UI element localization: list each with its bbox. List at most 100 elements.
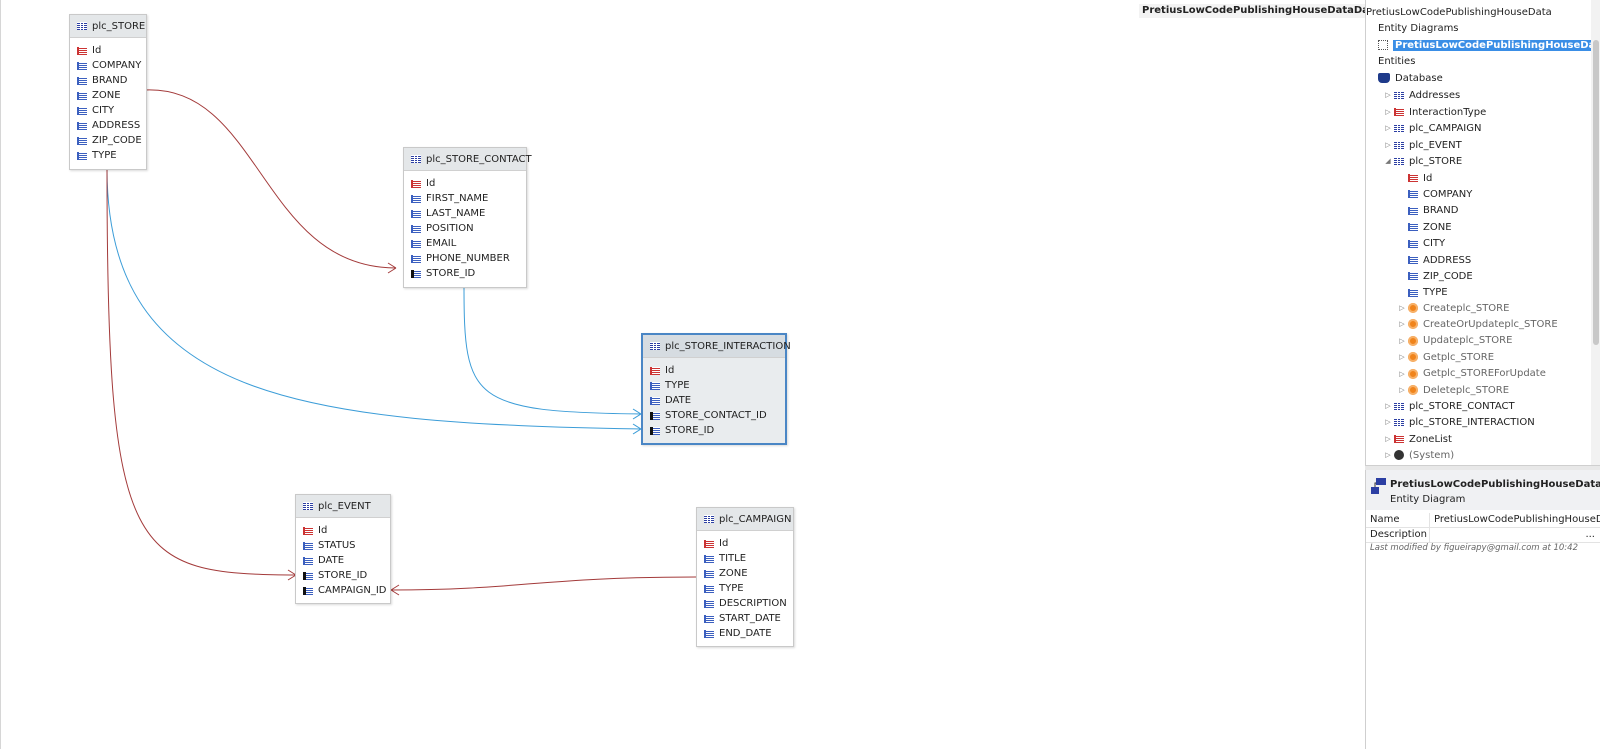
tree-root[interactable]: PretiusLowCodePublishingHouseData: [1366, 4, 1552, 20]
entity-header[interactable]: plc_STORE_INTERACTION: [643, 335, 791, 358]
entity-attribute-row[interactable]: END_DATE: [697, 626, 793, 641]
tree-item-addresses[interactable]: ▷ Addresses: [1384, 87, 1460, 103]
entity-attribute-row[interactable]: PHONE_NUMBER: [404, 251, 526, 266]
tree-selected-diagram[interactable]: PretiusLowCodePublishingHouseDataDataMod…: [1378, 37, 1600, 53]
entity-header[interactable]: plc_STORE_CONTACT: [404, 148, 532, 171]
tree-attribute[interactable]: BRAND: [1408, 203, 1458, 219]
tree-attribute[interactable]: ZONE: [1408, 219, 1452, 235]
entity-attribute-row[interactable]: Id: [404, 176, 526, 191]
tree-label: plc_STORE: [1409, 155, 1463, 167]
entity-attribute-row[interactable]: LAST_NAME: [404, 206, 526, 221]
tree-entities[interactable]: Entities: [1378, 53, 1415, 69]
tree-attribute[interactable]: ZIP_CODE: [1408, 268, 1473, 284]
entity-attribute-row[interactable]: ZONE: [697, 566, 793, 581]
collapse-icon[interactable]: ◢: [1385, 157, 1391, 165]
entity-attribute-row[interactable]: CITY: [70, 103, 146, 118]
entity-attribute-row[interactable]: Id: [70, 43, 146, 58]
system-icon: [1394, 450, 1404, 460]
entity-attribute-row[interactable]: STORE_ID: [296, 568, 390, 583]
entity-attribute-row[interactable]: STORE_ID: [643, 423, 785, 438]
tree-entity-action[interactable]: ▷Deleteplc_STORE: [1398, 382, 1509, 398]
entity-attribute-row[interactable]: TYPE: [643, 378, 785, 393]
entity-attribute-row[interactable]: Id: [643, 363, 785, 378]
description-edit-button[interactable]: ...: [1585, 529, 1595, 540]
tree-entity-diagrams[interactable]: Entity Diagrams: [1378, 20, 1459, 36]
entity-attribute-row[interactable]: ZONE: [70, 88, 146, 103]
property-name-value[interactable]: PretiusLowCodePublishingHouseDataDataMod…: [1434, 514, 1600, 525]
property-name-row[interactable]: Name PretiusLowCodePublishingHouseDataDa…: [1366, 513, 1600, 528]
entity-attribute-row[interactable]: START_DATE: [697, 611, 793, 626]
entity-header[interactable]: plc_EVENT: [296, 495, 390, 518]
expand-icon[interactable]: ▷: [1385, 418, 1391, 426]
tree-database[interactable]: Database: [1378, 70, 1443, 86]
tree-item-interactiontype[interactable]: ▷ InteractionType: [1384, 104, 1486, 120]
entity-attribute-row[interactable]: CAMPAIGN_ID: [296, 583, 390, 598]
tree-entity-action[interactable]: ▷Getplc_STOREForUpdate: [1398, 366, 1546, 382]
tree-item-plc-store[interactable]: ◢ plc_STORE: [1384, 153, 1462, 169]
expand-icon[interactable]: ▷: [1399, 369, 1405, 378]
tree-item-system[interactable]: ▷ (System): [1384, 447, 1454, 463]
tree-attribute[interactable]: CITY: [1408, 236, 1445, 252]
entity-header[interactable]: plc_CAMPAIGN: [697, 508, 793, 531]
entity-attribute-row[interactable]: STORE_CONTACT_ID: [643, 408, 785, 423]
entity-attribute-row[interactable]: ADDRESS: [70, 118, 146, 133]
expand-icon[interactable]: ▷: [1385, 402, 1391, 410]
entity-attribute-row[interactable]: ZIP_CODE: [70, 133, 146, 148]
expand-icon[interactable]: ▷: [1385, 435, 1391, 443]
tree-attribute[interactable]: Id: [1408, 170, 1432, 186]
expand-icon[interactable]: ▷: [1399, 320, 1405, 329]
tree-entity-action[interactable]: ▷Updateplc_STORE: [1398, 333, 1512, 349]
entity-title: plc_STORE_CONTACT: [426, 153, 532, 165]
tree-entity-action[interactable]: ▷CreateOrUpdateplc_STORE: [1398, 316, 1557, 332]
tree-scrollbar[interactable]: [1591, 0, 1600, 468]
entity-attribute-row[interactable]: BRAND: [70, 73, 146, 88]
tree-item-plc-campaign[interactable]: ▷ plc_CAMPAIGN: [1384, 120, 1481, 136]
entity-attribute-row[interactable]: DESCRIPTION: [697, 596, 793, 611]
entity-attribute-row[interactable]: DATE: [296, 553, 390, 568]
property-description-row[interactable]: Description ...: [1366, 528, 1600, 543]
entity-attribute-row[interactable]: DATE: [643, 393, 785, 408]
scrollbar-thumb[interactable]: [1593, 40, 1599, 345]
entity-attribute-row[interactable]: STORE_ID: [404, 266, 526, 281]
tree-attribute[interactable]: TYPE: [1408, 285, 1448, 301]
entity-attribute-row[interactable]: TYPE: [697, 581, 793, 596]
expand-icon[interactable]: ▷: [1399, 353, 1405, 362]
entity-header[interactable]: plc_STORE: [70, 15, 146, 38]
tree-attribute[interactable]: ADDRESS: [1408, 252, 1471, 268]
expand-icon[interactable]: ▷: [1385, 141, 1391, 149]
entity-attribute-row[interactable]: Id: [697, 536, 793, 551]
tree-item-zonelist[interactable]: ▷ ZoneList: [1384, 431, 1452, 447]
panel-splitter[interactable]: [1365, 465, 1600, 470]
entity-attribute-row[interactable]: FIRST_NAME: [404, 191, 526, 206]
attribute-icon: [704, 584, 714, 593]
tree-item-plc-event[interactable]: ▷ plc_EVENT: [1384, 137, 1461, 153]
tree-item-plc-store-interaction[interactable]: ▷ plc_STORE_INTERACTION: [1384, 414, 1534, 430]
attribute-icon: [411, 194, 421, 203]
entity-attribute-row[interactable]: TITLE: [697, 551, 793, 566]
entity-attribute-row[interactable]: EMAIL: [404, 236, 526, 251]
property-description-value[interactable]: ...: [1430, 528, 1600, 542]
expand-icon[interactable]: ▷: [1399, 304, 1405, 312]
expand-icon[interactable]: ▷: [1385, 451, 1391, 459]
tree-entity-action[interactable]: ▷Getplc_STORE: [1398, 349, 1494, 365]
element-tree[interactable]: PretiusLowCodePublishingHouseData Entity…: [1365, 0, 1600, 468]
entity-attribute-row[interactable]: Id: [296, 523, 390, 538]
tree-item-plc-store-contact[interactable]: ▷ plc_STORE_CONTACT: [1384, 398, 1514, 414]
expand-icon[interactable]: ▷: [1385, 124, 1391, 132]
entity-attribute-row[interactable]: POSITION: [404, 221, 526, 236]
diagram-canvas[interactable]: PretiusLowCodePublishingHouseDataDataMod…: [0, 0, 1365, 749]
tree-entity-action[interactable]: ▷Createplc_STORE: [1398, 300, 1509, 316]
expand-icon[interactable]: ▷: [1399, 386, 1405, 394]
expand-icon[interactable]: ▷: [1399, 336, 1405, 345]
entity-attribute-row[interactable]: STATUS: [296, 538, 390, 553]
entity-attribute-row[interactable]: COMPANY: [70, 58, 146, 73]
expand-icon[interactable]: ▷: [1385, 108, 1391, 116]
entity-attribute-row[interactable]: TYPE: [70, 148, 146, 163]
expand-icon[interactable]: ▷: [1385, 91, 1391, 99]
tree-attribute[interactable]: COMPANY: [1408, 186, 1472, 202]
